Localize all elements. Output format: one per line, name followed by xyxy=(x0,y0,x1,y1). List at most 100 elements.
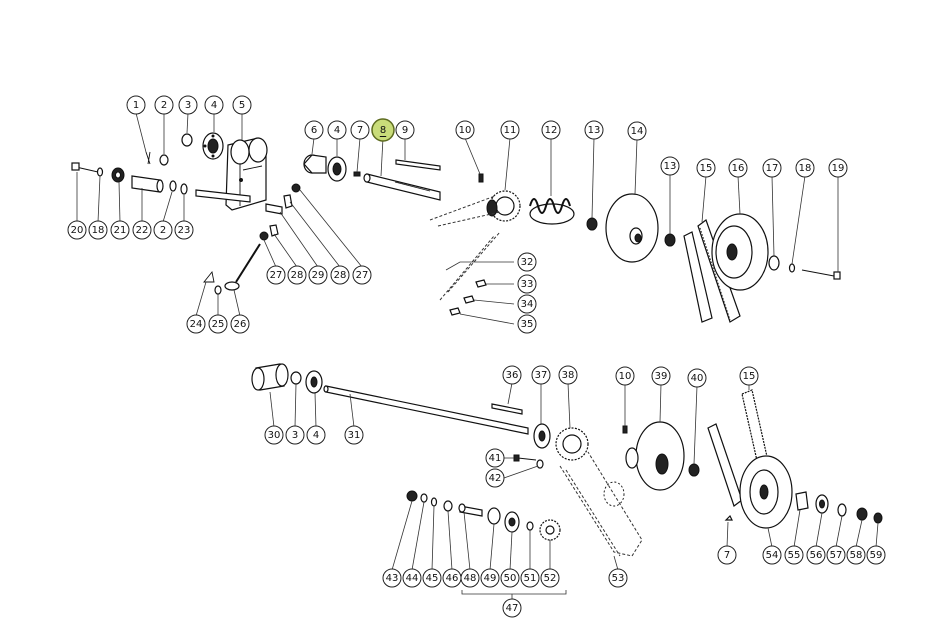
part-nut-42 xyxy=(536,459,544,469)
part-nut-13b xyxy=(664,233,676,247)
callout-number: 38 xyxy=(562,370,575,381)
callout-51: 51 xyxy=(520,568,540,588)
part-bush-28 xyxy=(283,194,293,209)
part-washer-17 xyxy=(768,255,780,271)
callout-number: 57 xyxy=(830,550,843,561)
callout-number: 13 xyxy=(588,125,601,136)
callout-22: 22 xyxy=(132,220,152,240)
callout-bubble xyxy=(208,314,228,334)
callout-52: 52 xyxy=(540,568,560,588)
callout-number: 29 xyxy=(312,270,325,281)
callout-27: 27 xyxy=(266,265,286,285)
callout-34: 34 xyxy=(517,294,537,314)
callout-number: 30 xyxy=(268,430,281,441)
callout-bubble xyxy=(422,568,442,588)
callout-number: 40 xyxy=(691,373,704,384)
part-ring-49 xyxy=(487,507,501,525)
callout-19: 19 xyxy=(828,158,848,178)
callout-bubble xyxy=(540,568,560,588)
callout-bubble xyxy=(287,265,307,285)
callout-bubble xyxy=(696,158,716,178)
callout-6: 6 xyxy=(304,120,324,140)
part-ring-57 xyxy=(837,503,847,517)
callout-number: 24 xyxy=(190,319,203,330)
callout-number: 11 xyxy=(504,125,517,136)
callout-number: 45 xyxy=(426,573,439,584)
part-washer-45 xyxy=(430,497,438,507)
callout-bubble xyxy=(517,252,537,272)
callout-17: 17 xyxy=(762,158,782,178)
part-washer-2 xyxy=(159,154,169,166)
callout-bubble xyxy=(132,220,152,240)
callout-bubble xyxy=(306,425,326,445)
callout-58: 58 xyxy=(846,545,866,565)
callout-number: 4 xyxy=(313,430,319,441)
callout-number: 23 xyxy=(178,225,191,236)
part-chain-53 xyxy=(559,451,643,557)
callout-29: 29 xyxy=(308,265,328,285)
callout-number: 17 xyxy=(766,163,779,174)
callout-bubble xyxy=(627,121,647,141)
leader-lines xyxy=(76,112,879,571)
callout-45: 45 xyxy=(422,568,442,588)
part-sleeve-29 xyxy=(265,203,283,215)
callout-bubble xyxy=(266,265,286,285)
part-shaft-8 xyxy=(363,173,441,201)
callout-bubble xyxy=(762,158,782,178)
callout-4: 4 xyxy=(204,95,224,115)
callout-8-highlighted: 8 xyxy=(371,118,395,142)
callout-bubble xyxy=(717,545,737,565)
callout-56: 56 xyxy=(806,545,826,565)
part-key-7 xyxy=(353,171,361,177)
callout-bubble xyxy=(517,314,537,334)
callout-7: 7 xyxy=(350,120,370,140)
callout-number: 34 xyxy=(521,299,534,310)
callout-bubble xyxy=(402,568,422,588)
part-bolt-20 xyxy=(71,162,99,173)
callout-number: 59 xyxy=(870,550,883,561)
callout-5: 5 xyxy=(232,95,252,115)
callout-bubble xyxy=(558,365,578,385)
callout-number: 15 xyxy=(700,163,713,174)
callout-number: 46 xyxy=(446,573,459,584)
part-bush-28b xyxy=(269,224,279,237)
callout-24: 24 xyxy=(186,314,206,334)
callout-number: 52 xyxy=(544,573,557,584)
part-pulley-54 xyxy=(739,455,793,529)
callout-number: 4 xyxy=(334,125,340,136)
callout-11: 11 xyxy=(500,120,520,140)
callout-bubble xyxy=(828,158,848,178)
part-bushing-30 xyxy=(251,363,289,391)
callout-bubble xyxy=(126,95,146,115)
callout-number: 51 xyxy=(524,573,537,584)
callout-39: 39 xyxy=(651,366,671,386)
callout-number: 13 xyxy=(664,161,677,172)
callout-number: 35 xyxy=(521,319,534,330)
callout-21: 21 xyxy=(110,220,130,240)
callout-15: 15 xyxy=(696,158,716,178)
callout-bubble xyxy=(304,120,324,140)
callout-43: 43 xyxy=(382,568,402,588)
part-ring-46 xyxy=(443,500,453,512)
callout-13: 13 xyxy=(584,120,604,140)
callout-10: 10 xyxy=(615,366,635,386)
callout-number: 2 xyxy=(161,100,167,111)
callout-38: 38 xyxy=(558,365,578,385)
part-nut-43 xyxy=(406,490,418,502)
callout-number: 28 xyxy=(334,270,347,281)
callout-bubble xyxy=(502,598,522,618)
callout-49: 49 xyxy=(480,568,500,588)
callout-bubble xyxy=(584,120,604,140)
part-bearing-4b xyxy=(327,156,347,182)
callout-12: 12 xyxy=(541,120,561,140)
part-sprocket-52 xyxy=(539,519,561,541)
callout-36: 36 xyxy=(502,365,522,385)
callout-bubble xyxy=(230,314,250,334)
callout-number: 58 xyxy=(850,550,863,561)
callout-bubble xyxy=(352,265,372,285)
part-eyebolt-26 xyxy=(224,243,261,291)
callout-13: 13 xyxy=(660,156,680,176)
group-bracket-47 xyxy=(461,590,567,600)
callout-42: 42 xyxy=(485,468,505,488)
part-shaft-upper xyxy=(195,189,251,203)
